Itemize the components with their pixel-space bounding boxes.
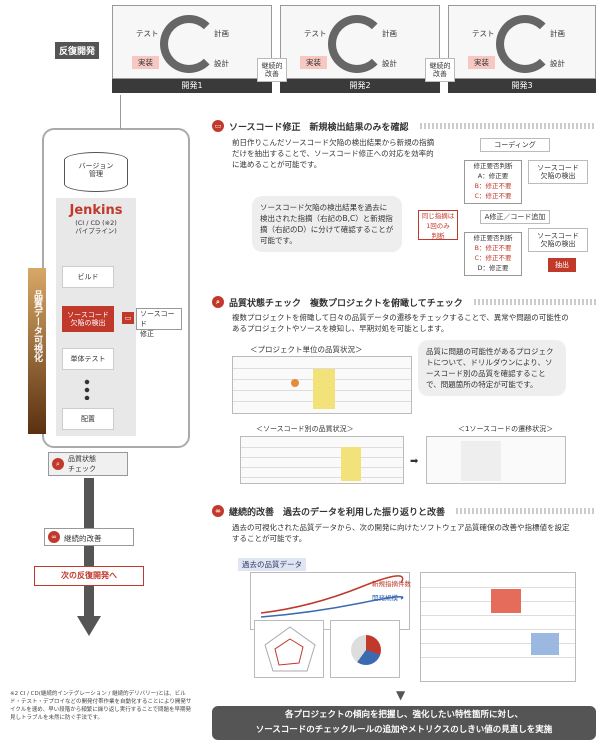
judge-1-b: B：修正不要 bbox=[474, 182, 512, 190]
trend-lines bbox=[260, 575, 404, 618]
side-bar bbox=[28, 268, 46, 434]
loop-3-plan: 計画 bbox=[550, 29, 565, 38]
section-3-title: 継続的改善 過去のデータを利用した振り返りと改善 bbox=[229, 507, 446, 518]
loop-3-impl: 実装 bbox=[468, 56, 495, 69]
more-dots bbox=[84, 378, 90, 400]
continuous-label: 継続的改善 bbox=[64, 534, 102, 543]
loop-2-design: 設計 bbox=[382, 59, 397, 68]
footnote: ※2 CI / CD(継続的インテグレーション / 継続的デリバリー)とは、ビル… bbox=[10, 691, 192, 721]
legend-size: 開発規模 bbox=[372, 594, 398, 602]
loop-1-impl: 実装 bbox=[132, 56, 159, 69]
loop-1-design: 設計 bbox=[214, 59, 229, 68]
loop-3-test: テスト bbox=[472, 29, 495, 38]
side-label: 品質データ可視化 bbox=[32, 290, 42, 362]
iteration-label: 反復開発 bbox=[55, 42, 100, 59]
sprint-1: 開発1 bbox=[112, 79, 272, 93]
quality-check-label: 品質状態 チェック bbox=[68, 455, 96, 473]
connector-2: 継続的 改善 bbox=[425, 58, 455, 82]
section-1-body: 前日作りこんだソースコード欠陥の検出結果から新規の指摘だけを抽出することで、ソー… bbox=[232, 138, 435, 169]
subtable-2-title: ＜1ソースコードの遷移状況＞ bbox=[458, 425, 554, 433]
loop-3-design: 設計 bbox=[550, 59, 565, 68]
judge-1-title: 修正要否判断 bbox=[473, 162, 513, 170]
loop-2-test: テスト bbox=[304, 29, 327, 38]
section-3-header: ∞ 継続的改善 過去のデータを利用した振り返りと改善 bbox=[212, 503, 596, 519]
stage-build: ビルド bbox=[62, 266, 114, 288]
judge-2-b: B：修正不要 bbox=[474, 244, 512, 252]
conclusion-arrow: ▼ bbox=[396, 688, 406, 702]
project-table-title: ＜プロジェクト単位の品質状況＞ bbox=[250, 345, 363, 354]
fix-box: ソースコード 修正 bbox=[136, 308, 182, 338]
judge-1-a: A：修正要 bbox=[477, 172, 509, 180]
source-table bbox=[240, 436, 404, 484]
jenkins-title: Jenkins bbox=[69, 203, 123, 218]
loop-1-test: テスト bbox=[136, 29, 159, 38]
section-2-header: ⌕ 品質状態チェック 複数プロジェクトを俯瞰してチェック bbox=[212, 294, 596, 310]
connector-1: 継続的 改善 bbox=[257, 58, 287, 82]
flow-coding: コーディング bbox=[480, 138, 550, 152]
conclusion: 各プロジェクトの傾向を把握し、強化したい特性箇所に対し、 ソースコードのチェック… bbox=[212, 706, 596, 740]
flow-detect-2: ソースコード 欠陥の検出 bbox=[528, 228, 588, 252]
main-arrow-head bbox=[77, 616, 101, 636]
stage-detect: ソースコード 欠陥の検出 bbox=[62, 306, 114, 332]
continuous-icon: ∞ bbox=[48, 531, 60, 543]
section-2-callout: 品質に問題の可能性があるプロジェクトについて、ドリルダウンにより、ソースコード別… bbox=[418, 340, 566, 396]
divider bbox=[473, 299, 596, 305]
judge-2-title: 修正要否判断 bbox=[473, 234, 513, 242]
judge-1-c: C：修正不要 bbox=[474, 192, 512, 200]
subtable-1-title: ＜ソースコード別の品質状況＞ bbox=[256, 425, 354, 433]
section-1-header: ▭ ソースコード修正 新規検出結果のみを確認 bbox=[212, 118, 596, 134]
stage-deploy: 配置 bbox=[62, 408, 114, 430]
radar-shape bbox=[264, 626, 316, 672]
divider bbox=[456, 508, 596, 514]
metrics-table bbox=[420, 572, 576, 682]
flow-detect-1: ソースコード 欠陥の検出 bbox=[528, 160, 588, 184]
judge-2-d: D：修正要 bbox=[477, 264, 509, 272]
section-3-body: 過去の可視化された品質データから、次の開発に向けたソフトウェア品質確保の改善や指… bbox=[232, 523, 570, 543]
flow-extract: 抽出 bbox=[548, 258, 576, 272]
divider bbox=[419, 123, 596, 129]
jenkins-subtitle: (CI / CD (※2) パイプライン) bbox=[75, 219, 117, 235]
past-data-label: 過去の品質データ bbox=[238, 558, 306, 571]
sprint-3: 開発3 bbox=[448, 79, 596, 93]
monitor-icon: ▭ bbox=[212, 120, 224, 132]
section-2-title: 品質状態チェック 複数プロジェクトを俯瞰してチェック bbox=[229, 298, 463, 309]
transition-chart bbox=[426, 436, 566, 484]
quality-check-icon: ⌕ bbox=[52, 458, 64, 470]
section-2-body: 複数プロジェクトを俯瞰して日々の品質データの遷移をチェックすることで、異常や問題… bbox=[232, 313, 569, 333]
drilldown-arrow: ➡ bbox=[410, 456, 419, 467]
main-arrow bbox=[84, 478, 94, 616]
judge-2-c: C：修正不要 bbox=[474, 254, 512, 262]
magnifier-icon: ⌕ bbox=[212, 296, 224, 308]
legend-new: 新規指摘件数 bbox=[372, 580, 411, 588]
zoom-line bbox=[120, 95, 150, 129]
loop-2-plan: 計画 bbox=[382, 29, 397, 38]
continuous-box bbox=[44, 528, 134, 546]
next-iteration: 次の反復開発へ bbox=[34, 566, 144, 586]
flow-same: 同じ指摘は 1回のみ 判断 bbox=[418, 210, 458, 240]
loop-3-arc bbox=[496, 15, 554, 73]
sprint-2: 開発2 bbox=[280, 79, 440, 93]
infinity-icon: ∞ bbox=[212, 505, 224, 517]
loop-2-impl: 実装 bbox=[300, 56, 327, 69]
loop-1-plan: 計画 bbox=[214, 29, 229, 38]
version-control bbox=[64, 152, 128, 192]
version-control-label: バージョン 管理 bbox=[78, 162, 114, 179]
flow-judge-1: 修正要否判断 A：修正要 B：修正不要 C：修正不要 bbox=[464, 160, 522, 204]
flow-judge-2: 修正要否判断 B：修正不要 C：修正不要 D：修正要 bbox=[464, 232, 522, 276]
fix-icon: ▭ bbox=[122, 312, 134, 324]
pie-chart bbox=[330, 620, 400, 678]
project-table bbox=[232, 356, 412, 414]
flow-fix: A修正／コード追加 bbox=[480, 210, 550, 224]
loop-1-arc bbox=[160, 15, 218, 73]
loop-2-arc bbox=[328, 15, 386, 73]
stage-unit-test: 単体テスト bbox=[62, 348, 114, 370]
section-1-callout: ソースコード欠陥の検出結果を過去に検出された指摘（右記のB,C）と新規指摘（右記… bbox=[252, 196, 402, 252]
radar-chart bbox=[254, 620, 324, 678]
section-1-title: ソースコード修正 新規検出結果のみを確認 bbox=[229, 122, 409, 133]
